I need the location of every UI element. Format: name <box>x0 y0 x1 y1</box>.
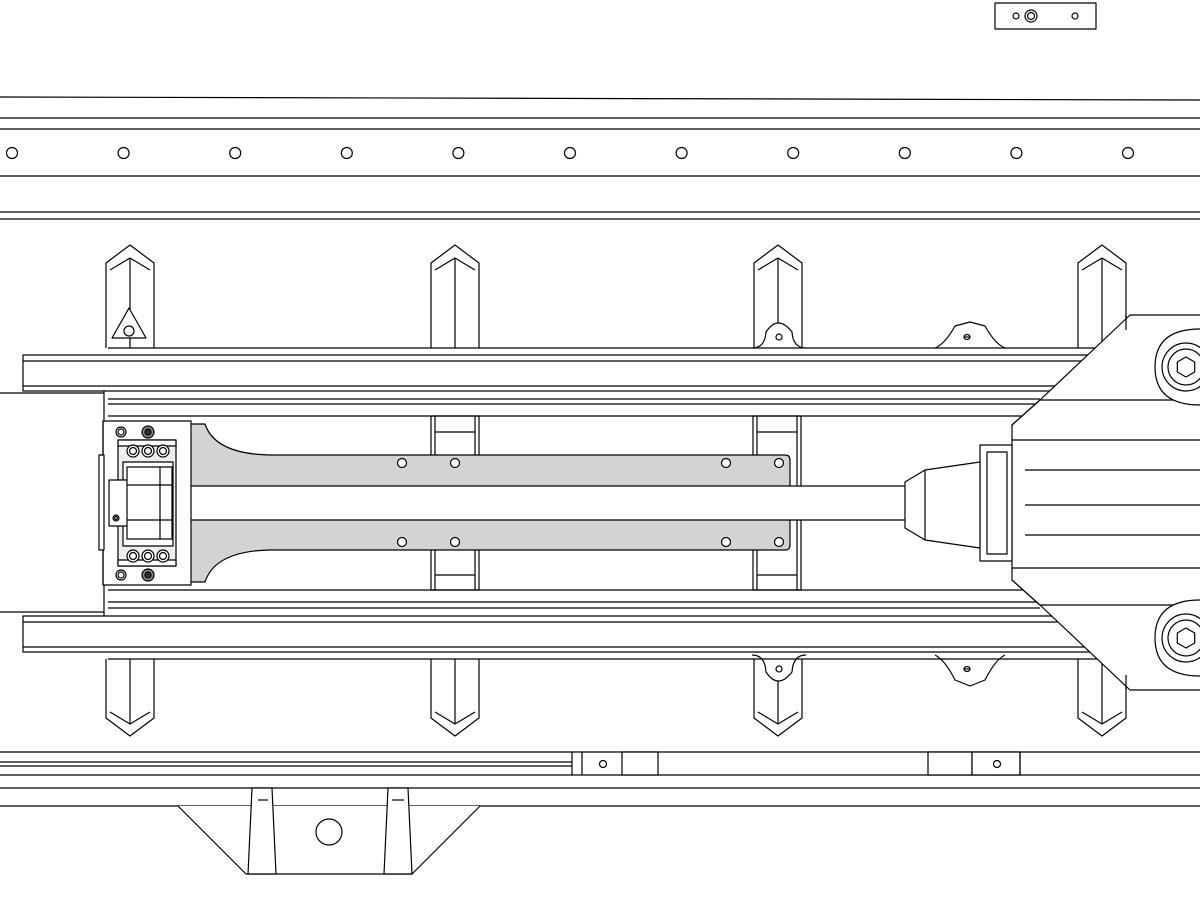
bottom-channel <box>0 751 1200 807</box>
bottom-bracket <box>177 787 481 875</box>
plate-hole <box>773 536 785 548</box>
rail-hole <box>1121 146 1135 160</box>
fin <box>753 244 803 348</box>
rail-hole <box>898 146 911 160</box>
fin <box>753 659 803 737</box>
plate-hole <box>396 536 408 548</box>
rail-hole <box>675 146 688 160</box>
clamp-block <box>98 420 192 586</box>
rail-hole <box>563 146 577 160</box>
fin <box>105 659 155 737</box>
plate-hole <box>396 457 408 469</box>
fins-bottom <box>105 659 1127 737</box>
plate-hole <box>773 457 785 469</box>
plate-hole <box>449 536 461 548</box>
rail-hole <box>787 146 800 160</box>
channel-hole <box>992 759 1002 769</box>
central-shaft <box>171 485 908 521</box>
rail-hole <box>229 146 242 160</box>
rail-hole <box>117 146 130 160</box>
channel-hole <box>598 759 608 769</box>
rail-hole <box>1010 146 1023 160</box>
fin <box>430 659 480 737</box>
guide-rail-upper <box>22 347 1104 392</box>
plate-hole <box>720 457 732 469</box>
rail-holes <box>5 146 1135 160</box>
fin <box>1077 244 1127 348</box>
fin <box>430 244 480 348</box>
motor-housing <box>904 314 1200 691</box>
fins-top <box>105 244 1127 348</box>
guide-rail-lower <box>22 615 1104 660</box>
rail-hole <box>340 146 353 160</box>
corner-bracket <box>111 307 147 339</box>
top-rail <box>0 96 1200 220</box>
fin <box>105 244 155 348</box>
tag-plate <box>994 2 1097 30</box>
rail-hole <box>5 146 19 160</box>
plate-hole <box>449 457 461 469</box>
plate-hole <box>720 536 732 548</box>
rail-hole <box>452 146 465 160</box>
fin <box>1077 659 1127 737</box>
